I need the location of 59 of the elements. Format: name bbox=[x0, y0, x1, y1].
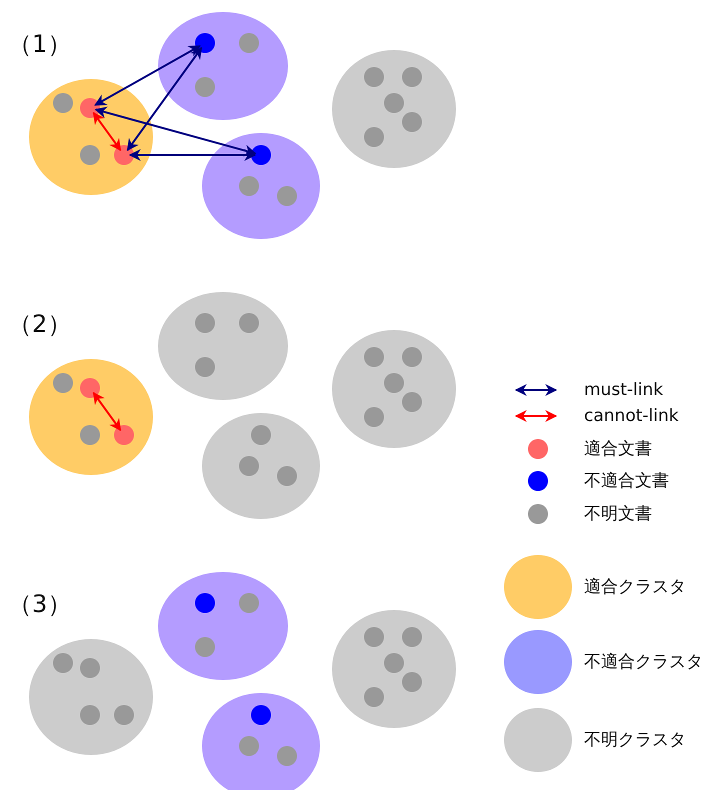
double-arrow bbox=[92, 392, 122, 432]
document-dot bbox=[251, 145, 271, 165]
document-dot bbox=[402, 67, 422, 87]
document-dot bbox=[195, 593, 215, 613]
panel-label: （2） bbox=[8, 309, 72, 340]
document-dot bbox=[53, 93, 73, 113]
document-dot bbox=[80, 658, 100, 678]
double-arrow bbox=[94, 106, 256, 156]
document-dot bbox=[114, 705, 134, 725]
document-dot bbox=[384, 373, 404, 393]
legend-label: 適合文書 bbox=[584, 438, 652, 461]
document-dot bbox=[53, 373, 73, 393]
document-dot bbox=[195, 77, 215, 97]
document-dot bbox=[364, 67, 384, 87]
legend-label: 適合クラスタ bbox=[584, 576, 686, 599]
document-dot bbox=[402, 347, 422, 367]
double-arrow bbox=[126, 46, 202, 152]
document-dot bbox=[195, 637, 215, 657]
document-dot bbox=[80, 425, 100, 445]
document-dot bbox=[239, 313, 259, 333]
double-arrow bbox=[94, 45, 201, 106]
document-dot bbox=[80, 705, 100, 725]
document-dot bbox=[195, 313, 215, 333]
double-arrow bbox=[128, 149, 256, 161]
document-dot bbox=[402, 672, 422, 692]
document-dot bbox=[114, 425, 134, 445]
double-arrow bbox=[92, 112, 122, 152]
document-dot bbox=[384, 93, 404, 113]
document-dot bbox=[195, 357, 215, 377]
document-dot bbox=[239, 176, 259, 196]
panel-label: （3） bbox=[8, 589, 72, 620]
document-dot bbox=[53, 653, 73, 673]
document-dot bbox=[277, 746, 297, 766]
document-dot bbox=[80, 378, 100, 398]
document-dot bbox=[364, 407, 384, 427]
document-dot bbox=[239, 33, 259, 53]
document-dot bbox=[402, 392, 422, 412]
legend-label: 不明クラスタ bbox=[584, 729, 686, 752]
document-dot bbox=[239, 736, 259, 756]
document-dot bbox=[251, 705, 271, 725]
legend-label: cannot-link bbox=[584, 405, 679, 428]
document-dot bbox=[364, 627, 384, 647]
document-dot bbox=[277, 466, 297, 486]
legend-label: 不適合文書 bbox=[584, 470, 669, 493]
document-dot bbox=[277, 186, 297, 206]
document-dot bbox=[364, 127, 384, 147]
document-dot bbox=[239, 593, 259, 613]
panel-label: （1） bbox=[8, 29, 72, 60]
document-dot bbox=[402, 627, 422, 647]
document-dot bbox=[239, 456, 259, 476]
document-dot bbox=[80, 145, 100, 165]
legend-label: 不明文書 bbox=[584, 503, 652, 526]
legend-label: must-link bbox=[584, 379, 664, 402]
document-dot bbox=[364, 687, 384, 707]
document-dot bbox=[402, 112, 422, 132]
document-dot bbox=[364, 347, 384, 367]
document-dot bbox=[251, 425, 271, 445]
legend-label: 不適合クラスタ bbox=[584, 651, 703, 674]
document-dot bbox=[384, 653, 404, 673]
